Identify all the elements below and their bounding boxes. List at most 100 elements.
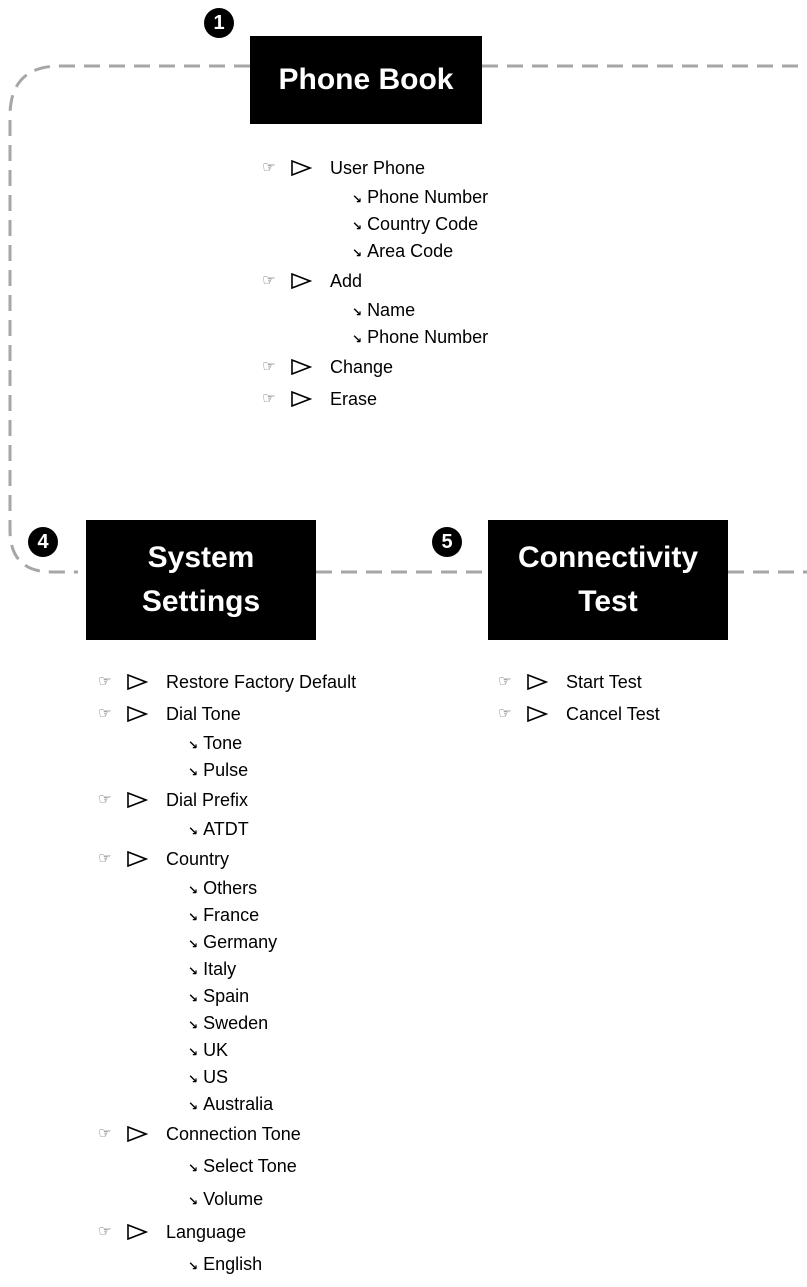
phone-book-title: Phone Book xyxy=(250,36,482,124)
submenu-item-label: Australia xyxy=(203,1094,274,1114)
submenu-item-atdt[interactable]: ↘ ATDT xyxy=(94,816,297,843)
submenu-item-label: US xyxy=(203,1067,229,1087)
submenu-item-pulse[interactable]: ↘ Pulse xyxy=(94,757,297,784)
triangle-right-icon xyxy=(291,359,312,375)
triangle-right-icon xyxy=(291,160,312,176)
submenu-item-france[interactable]: ↘ France xyxy=(94,902,297,929)
arrow-down-right-icon: ↘ xyxy=(188,883,199,897)
menu-item-label: Change xyxy=(330,357,394,377)
triangle-right-icon xyxy=(291,391,312,407)
triangle-right-icon xyxy=(527,706,548,722)
triangle-right-icon xyxy=(527,674,548,690)
submenu-item-select-tone[interactable]: ↘Select Tone xyxy=(94,1150,297,1183)
arrow-down-right-icon: ↘ xyxy=(188,1072,199,1086)
arrow-down-right-icon: ↘ xyxy=(188,765,199,779)
submenu-item-english[interactable]: ↘ English xyxy=(94,1248,297,1281)
menu-item-connection-tone[interactable]: ☞Connection Tone xyxy=(94,1118,301,1150)
submenu-item-australia[interactable]: ↘ Australia xyxy=(94,1091,297,1118)
connectivity-test-title: Connectivity Test xyxy=(488,520,728,640)
hand-pointing-icon: ☞ xyxy=(98,850,112,867)
menu-item-country[interactable]: ☞ Country xyxy=(94,843,297,875)
triangle-right-icon xyxy=(127,706,148,722)
arrow-down-right-icon: ↘ xyxy=(188,910,199,924)
hand-pointing-icon: ☞ xyxy=(262,358,276,375)
triangle-right-icon xyxy=(127,1224,148,1240)
submenu-item-volume[interactable]: ↘Volume xyxy=(94,1183,297,1216)
arrow-down-right-icon: ↘ xyxy=(352,219,363,233)
submenu-item-area-code[interactable]: ↘ Area Code xyxy=(258,238,488,265)
submenu-item-phone-number[interactable]: ↘Phone Number xyxy=(258,324,488,351)
connector-top xyxy=(8,64,250,574)
triangle-right-icon xyxy=(127,851,148,867)
submenu-item-label: English xyxy=(203,1254,263,1274)
system-settings-title: System Settings xyxy=(86,520,316,640)
menu-item-label: Restore Factory Default xyxy=(166,672,357,692)
submenu-item-italy[interactable]: ↘ Italy xyxy=(94,956,297,983)
phone-book-menu: ☞User Phone↘Phone Number↘Country Code↘Ar… xyxy=(258,152,488,415)
submenu-item-label: Germany xyxy=(203,932,278,952)
menu-item-dial-tone[interactable]: ☞Dial Tone xyxy=(94,698,297,730)
submenu-item-others[interactable]: ↘ Others xyxy=(94,875,297,902)
submenu-item-label: Area Code xyxy=(367,241,454,261)
menu-item-restore-factory-default[interactable]: ☞ Restore Factory Default xyxy=(94,666,356,698)
submenu-item-name[interactable]: ↘ Name xyxy=(258,297,488,324)
menu-item-label: Connection Tone xyxy=(166,1124,301,1144)
menu-item-label: Country xyxy=(166,849,230,869)
arrow-down-right-icon: ↘ xyxy=(188,1259,199,1273)
submenu-item-us[interactable]: ↘ US xyxy=(94,1064,297,1091)
submenu-item-label: Tone xyxy=(203,733,243,753)
submenu-item-country-code[interactable]: ↘ Country Code xyxy=(258,211,488,238)
arrow-down-right-icon: ↘ xyxy=(188,824,199,838)
triangle-right-icon xyxy=(291,273,312,289)
triangle-right-icon xyxy=(127,792,148,808)
submenu-item-label: France xyxy=(203,905,260,925)
arrow-down-right-icon: ↘ xyxy=(188,1161,199,1175)
submenu-item-germany[interactable]: ↘Germany xyxy=(94,929,297,956)
menu-item-label: Add xyxy=(330,271,363,291)
arrow-down-right-icon: ↘ xyxy=(188,1045,199,1059)
submenu-item-uk[interactable]: ↘UK xyxy=(94,1037,297,1064)
menu-item-user-phone[interactable]: ☞User Phone xyxy=(258,152,488,184)
arrow-down-right-icon: ↘ xyxy=(188,991,199,1005)
submenu-item-label: Pulse xyxy=(203,760,249,780)
submenu-item-spain[interactable]: ↘Spain xyxy=(94,983,297,1010)
menu-item-label: Erase xyxy=(330,389,378,409)
submenu-item-label: Name xyxy=(367,300,416,320)
menu-item-add[interactable]: ☞ Add xyxy=(258,265,488,297)
hand-pointing-icon: ☞ xyxy=(262,272,276,289)
arrow-down-right-icon: ↘ xyxy=(188,1018,199,1032)
arrow-down-right-icon: ↘ xyxy=(352,305,363,319)
submenu-item-tone[interactable]: ↘ Tone xyxy=(94,730,297,757)
submenu-item-phone-number[interactable]: ↘Phone Number xyxy=(258,184,488,211)
menu-item-change[interactable]: ☞ Change xyxy=(258,351,488,383)
submenu-item-label: Italy xyxy=(203,959,237,979)
arrow-down-right-icon: ↘ xyxy=(188,738,199,752)
system-settings-title-line2: Settings xyxy=(141,585,261,618)
menu-item-label: Start Test xyxy=(566,672,642,692)
hand-pointing-icon: ☞ xyxy=(262,390,276,407)
submenu-item-label: Others xyxy=(203,878,258,898)
menu-item-erase[interactable]: ☞ Erase xyxy=(258,383,488,415)
submenu-item-label: Sweden xyxy=(203,1013,269,1033)
arrow-down-right-icon: ↘ xyxy=(188,1194,199,1208)
system-settings-menu: ☞Restore Factory Default☞Dial Tone↘Tone↘… xyxy=(94,666,356,1281)
menu-item-label: User Phone xyxy=(330,158,426,178)
menu-item-label: Cancel Test xyxy=(566,704,660,724)
menu-item-label: Dial Tone xyxy=(166,704,241,724)
menu-item-dial-prefix[interactable]: ☞Dial Prefix xyxy=(94,784,297,816)
connectivity-test-title-line2: Test xyxy=(578,585,638,618)
arrow-down-right-icon: ↘ xyxy=(352,332,363,346)
step-badge-4: 4 xyxy=(28,527,58,557)
arrow-down-right-icon: ↘ xyxy=(188,964,199,978)
menu-item-language[interactable]: ☞Language xyxy=(94,1216,297,1248)
system-settings-title-line1: System xyxy=(147,541,255,574)
submenu-item-sweden[interactable]: ↘ Sweden xyxy=(94,1010,297,1037)
step-badge-1: 1 xyxy=(204,8,234,38)
submenu-item-label: Country Code xyxy=(367,214,479,234)
hand-pointing-icon: ☞ xyxy=(98,673,112,690)
arrow-down-right-icon: ↘ xyxy=(188,1099,199,1113)
arrow-down-right-icon: ↘ xyxy=(352,246,363,260)
step-badge-5: 5 xyxy=(432,527,462,557)
submenu-item-label: ATDT xyxy=(203,819,249,839)
